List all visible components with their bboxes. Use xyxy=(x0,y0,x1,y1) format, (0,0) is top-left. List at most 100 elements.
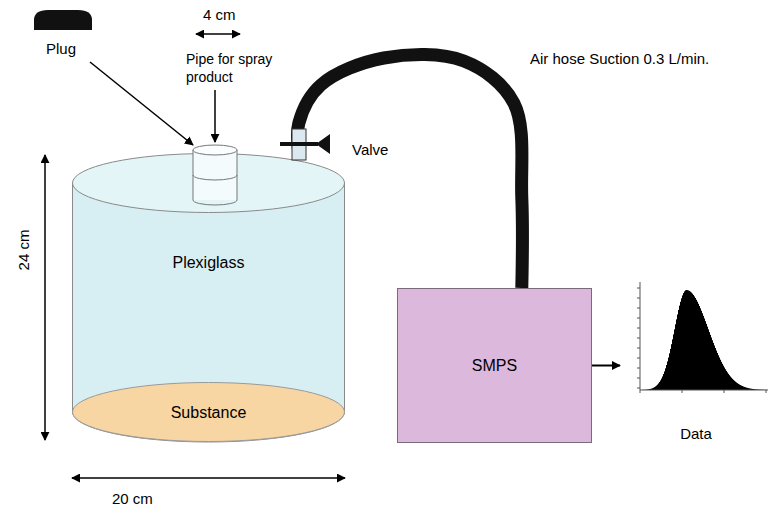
histogram-bar xyxy=(709,332,710,390)
histogram-bar xyxy=(648,389,649,391)
axis-tick xyxy=(637,348,640,349)
dimension-label: 4 cm xyxy=(203,6,236,24)
histogram-bar xyxy=(719,358,720,390)
histogram-bar xyxy=(675,324,676,390)
histogram-bar xyxy=(653,388,654,390)
histogram-bar xyxy=(676,319,677,390)
axis-tick xyxy=(637,328,640,329)
substance-ellipse xyxy=(73,383,345,442)
node-label: Substance xyxy=(171,403,247,422)
histogram-bar xyxy=(755,389,756,391)
histogram-bar xyxy=(699,306,700,390)
histogram-bar xyxy=(743,387,744,390)
histogram-bar xyxy=(663,374,664,390)
histogram-bar xyxy=(720,360,721,390)
substance-layer: Substance xyxy=(72,382,345,442)
histogram-bar xyxy=(667,361,668,390)
histogram-bar xyxy=(642,389,643,390)
leader-arrow xyxy=(214,90,216,142)
axis-tick xyxy=(682,390,683,393)
axis-tick xyxy=(637,288,640,289)
axis-tick xyxy=(637,388,640,389)
histogram-bar xyxy=(697,302,698,390)
histogram-bar xyxy=(696,300,697,390)
histogram-bar xyxy=(694,296,695,390)
histogram-bar xyxy=(703,316,704,390)
cylinder-lid xyxy=(73,154,345,213)
histogram-bar xyxy=(647,389,648,391)
pipe-wall xyxy=(237,150,238,200)
histogram-bar xyxy=(742,386,743,390)
histogram-bar xyxy=(752,389,753,390)
histogram-bar xyxy=(750,389,751,390)
histogram-bar xyxy=(662,376,663,390)
histogram-bar xyxy=(741,386,742,390)
histogram-bar xyxy=(661,379,662,390)
histogram-bar xyxy=(704,318,705,390)
axis-tick xyxy=(724,390,725,393)
histogram-bar xyxy=(654,387,655,390)
histogram-bar xyxy=(690,292,691,390)
histogram-bar xyxy=(684,291,685,390)
histogram-bar xyxy=(734,381,735,390)
axis-tick xyxy=(637,298,640,299)
histogram-bar xyxy=(735,382,736,390)
dimension-arrow xyxy=(44,155,46,440)
pipe-rim xyxy=(193,200,237,205)
histogram-bar xyxy=(728,374,729,390)
histogram-bar xyxy=(673,334,674,390)
histogram-bar xyxy=(727,372,728,390)
histogram-bar xyxy=(761,389,762,390)
histogram-bar xyxy=(649,389,650,391)
plexiglass-cylinder: PlexiglassSubstance xyxy=(72,153,345,442)
histogram-bar xyxy=(686,290,687,390)
histogram-bar xyxy=(702,313,703,390)
axis-tick xyxy=(766,390,767,393)
histogram-bar xyxy=(706,324,707,390)
histogram-bar xyxy=(705,321,706,390)
spray-pipe xyxy=(193,145,237,205)
histogram-bar xyxy=(658,383,659,390)
histogram-bar xyxy=(723,366,724,390)
histogram-bar xyxy=(739,385,740,390)
axis-tick xyxy=(637,358,640,359)
valve-stem xyxy=(280,142,318,146)
histogram-bar xyxy=(757,389,758,391)
histogram-bar xyxy=(657,385,658,390)
histogram-bar xyxy=(701,311,702,390)
histogram-bar xyxy=(760,389,761,390)
histogram-bar xyxy=(677,315,678,390)
data-arrow xyxy=(592,365,620,367)
pipe-wall xyxy=(193,150,194,200)
dimension-label: 20 cm xyxy=(112,490,153,508)
histogram-bar xyxy=(713,343,714,390)
histogram-bar xyxy=(718,355,719,390)
histogram-bar xyxy=(751,389,752,390)
histogram-bar xyxy=(754,389,755,391)
histogram-bar xyxy=(660,380,661,390)
histogram-bar xyxy=(680,302,681,390)
histogram-bar xyxy=(759,389,760,390)
histogram-bar xyxy=(746,388,747,390)
node-label: SMPS xyxy=(472,356,517,375)
axis-tick xyxy=(640,390,641,393)
histogram-bar xyxy=(766,389,767,390)
pipe-rim xyxy=(193,145,237,155)
histogram-bar xyxy=(707,327,708,390)
valve-body xyxy=(292,129,306,160)
histogram-bar xyxy=(700,308,701,390)
data-chart-outline xyxy=(620,278,772,408)
histogram-bar xyxy=(717,353,718,390)
histogram-bar xyxy=(643,389,644,390)
histogram-bar xyxy=(645,389,646,390)
smps-instrument: SMPS xyxy=(397,288,592,443)
plexiglass-cylinder-outline xyxy=(72,153,345,442)
histogram-bar xyxy=(679,306,680,390)
histogram-bar xyxy=(691,293,692,390)
histogram-bar xyxy=(693,295,694,390)
histogram-bar xyxy=(730,376,731,390)
dimension-arrow xyxy=(196,33,240,35)
histogram-bar xyxy=(708,329,709,390)
